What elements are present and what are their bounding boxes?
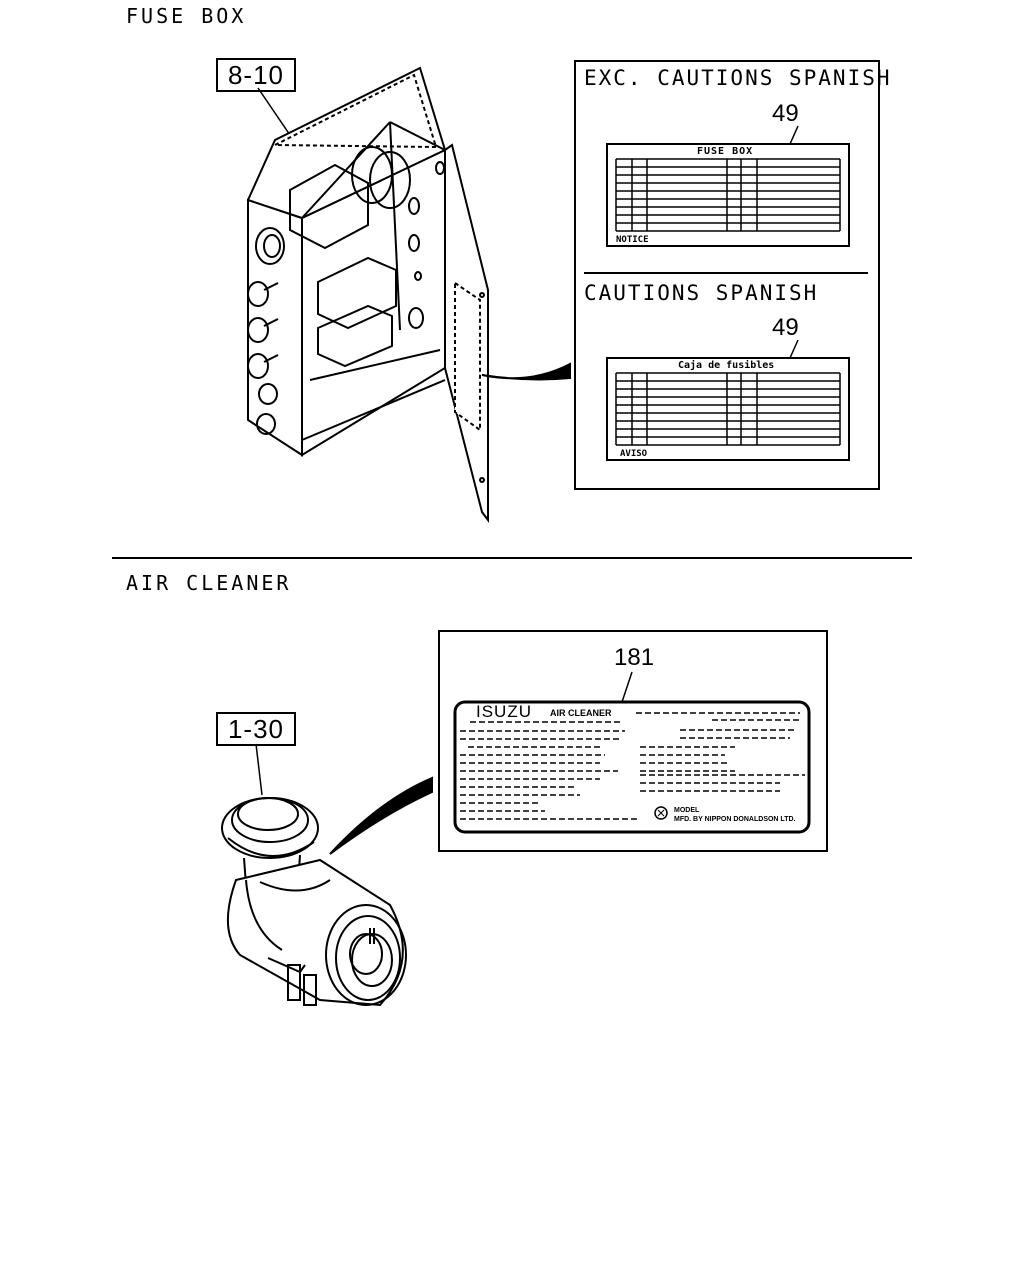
- model-label: MODEL: [674, 807, 700, 814]
- label-en-title: FUSE BOX: [697, 146, 754, 157]
- air-cleaner-ref-tag[interactable]: 1-30: [216, 712, 296, 746]
- section-divider: [112, 557, 912, 559]
- label-en-footer: NOTICE: [616, 235, 649, 245]
- fuse-box-ref-tag[interactable]: 8-10: [216, 58, 296, 92]
- isuzu-brand-text: ISUZU: [476, 702, 532, 721]
- panel-title-cautions-spanish: CAUTIONS SPANISH: [584, 281, 819, 305]
- label-es-footer: AVISO: [620, 449, 648, 459]
- callout-49-top[interactable]: 49: [772, 100, 799, 127]
- caution-label-panel: [574, 60, 880, 490]
- panel-title-exc-cautions-spanish: EXC. CAUTIONS SPANISH: [584, 66, 892, 90]
- panel-divider: [584, 272, 868, 274]
- fuse-box-section-title: FUSE BOX: [126, 4, 247, 28]
- callout-49-bottom[interactable]: 49: [772, 314, 799, 341]
- air-cleaner-section-title: AIR CLEANER: [126, 571, 292, 595]
- label-es-title: Caja de fusibles: [678, 360, 775, 371]
- air-cleaner-label-subtitle: AIR CLEANER: [550, 708, 612, 718]
- callout-181[interactable]: 181: [614, 644, 655, 671]
- manufacturer-line: MFD. BY NIPPON DONALDSON LTD.: [674, 816, 796, 823]
- air-cleaner-label-panel: [438, 630, 828, 852]
